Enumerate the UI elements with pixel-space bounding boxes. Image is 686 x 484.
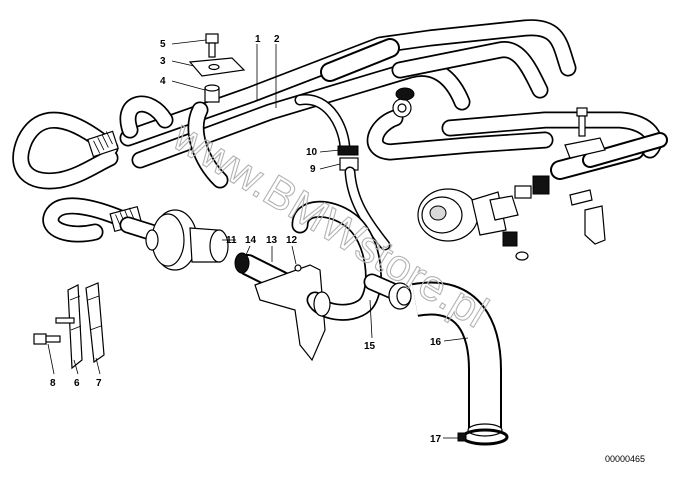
callout-2: 2: [274, 34, 280, 45]
diagram-reference-number: 00000465: [605, 454, 645, 464]
upper-pipe: [119, 19, 577, 147]
callout-4: 4: [160, 76, 166, 87]
air-valve-right: [417, 175, 550, 261]
callout-17: 17: [430, 434, 442, 445]
callout-8: 8: [50, 378, 56, 389]
callout-10: 10: [306, 147, 318, 158]
callout-5: 5: [160, 39, 166, 50]
callout-14: 14: [245, 235, 257, 246]
air-pump-left: [119, 209, 229, 271]
clip-set: [33, 282, 105, 370]
lower-pipe: [131, 41, 549, 169]
callout-15: 15: [364, 341, 376, 352]
callout-1: 1: [255, 34, 261, 45]
right-hose-assembly: [366, 87, 668, 245]
callout-13: 13: [266, 235, 278, 246]
callout-12: 12: [286, 235, 298, 246]
elbow-hose: [411, 281, 509, 446]
callout-11: 11: [226, 235, 237, 246]
callout-9: 9: [310, 164, 316, 175]
callout-3: 3: [160, 56, 166, 67]
leader-lines: [47, 39, 469, 439]
callouts: 5 3 4 1 2 10 9 11 14 13 12 15 16 17 8 6 …: [50, 34, 442, 445]
callout-16: 16: [430, 337, 442, 348]
center-hoses: [234, 200, 412, 362]
left-hoses: [12, 95, 229, 243]
bracket-assembly: [188, 33, 246, 103]
callout-7: 7: [96, 378, 102, 389]
fitting-9-10: [294, 94, 391, 251]
callout-6: 6: [74, 378, 80, 389]
